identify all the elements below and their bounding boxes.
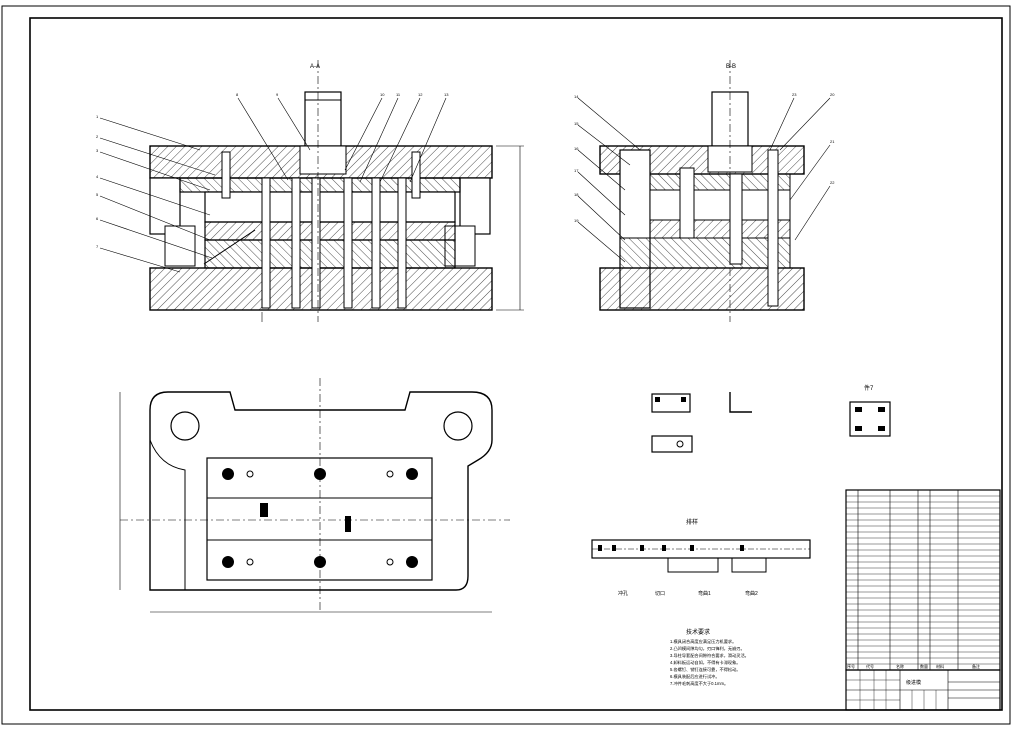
leader-number: 10 <box>380 92 385 97</box>
leader-number: 8 <box>236 92 239 97</box>
leader-number: 22 <box>830 180 835 185</box>
strip-label: 排样 <box>686 518 698 526</box>
leader-number: 15 <box>574 121 579 126</box>
strip-step-3: 弯曲1 <box>698 590 711 597</box>
view-b-label: B-B <box>726 64 736 70</box>
technical-notes: 技术要求 1.模具闭合高度应满足压力机要求。 2.凸凹模间隙均匀，刃口锋利，无崩… <box>670 628 749 687</box>
outer-frame <box>1 5 1011 725</box>
bom-col-material: 材料 <box>936 663 944 669</box>
leader-number: 16 <box>574 146 579 151</box>
part-view-label: 件7 <box>864 384 874 392</box>
leader-number: 13 <box>444 92 449 97</box>
leader-number: 20 <box>830 92 835 97</box>
section-view-a: A-A <box>99 60 524 322</box>
note-line: 7.冲件毛刺高度不大于0.1mm。 <box>670 680 728 687</box>
bom-col-name: 名称 <box>896 663 904 669</box>
note-line: 3.导柱导套配合间隙符合要求，滑动灵活。 <box>670 652 749 659</box>
leader-number: 18 <box>574 192 579 197</box>
leader-number: 7 <box>96 244 99 249</box>
leader-number: 12 <box>418 92 423 97</box>
notes-title: 技术要求 <box>686 628 710 636</box>
title-block-name: 级进模 <box>906 679 921 686</box>
leader-number: 11 <box>396 92 401 97</box>
bill-of-materials: 序号 代号 名称 数量 材料 备注 <box>845 489 1001 671</box>
leader-number: 9 <box>276 92 279 97</box>
note-line: 2.凸凹模间隙均匀，刃口锋利，无崩刃。 <box>670 645 745 652</box>
note-line: 5.各螺钉、销钉连接可靠，不得松动。 <box>670 666 741 673</box>
bom-col-qty: 数量 <box>920 663 928 669</box>
strip-layout: 排样 冲孔 切口 弯曲1 弯曲2 <box>591 518 811 597</box>
leader-number: 4 <box>96 174 99 179</box>
view-a-label: A-A <box>310 64 320 70</box>
leader-number: 6 <box>96 216 99 221</box>
leader-number: 19 <box>574 218 579 223</box>
part-views: 件7 <box>651 384 891 453</box>
inner-frame <box>29 17 1003 711</box>
note-line: 6.模具装配后应进行试冲。 <box>670 673 720 680</box>
bom-header: 序号 代号 名称 数量 材料 备注 <box>847 663 980 669</box>
leader-number: 3 <box>96 148 99 153</box>
leader-number: 14 <box>574 94 579 99</box>
leader-number: 1 <box>96 114 99 119</box>
leader-number: 21 <box>830 139 835 144</box>
leader-number: 23 <box>792 92 797 97</box>
note-line: 4.卸料板运动自如，不得有卡滞现象。 <box>670 659 741 666</box>
plan-view <box>119 378 510 613</box>
leader-number: 2 <box>96 134 99 139</box>
note-line: 1.模具闭合高度应满足压力机要求。 <box>670 638 736 645</box>
section-view-b: B-B <box>577 60 831 322</box>
leader-number: 5 <box>96 192 99 197</box>
bom-col-no: 序号 <box>847 663 855 669</box>
bom-col-code: 代号 <box>866 663 874 669</box>
strip-step-1: 冲孔 <box>618 590 628 597</box>
title-block: 级进模 <box>845 669 1001 711</box>
strip-step-4: 弯曲2 <box>745 590 758 597</box>
strip-step-2: 切口 <box>655 590 665 597</box>
leader-number: 17 <box>574 168 579 173</box>
bom-col-remark: 备注 <box>972 663 980 669</box>
